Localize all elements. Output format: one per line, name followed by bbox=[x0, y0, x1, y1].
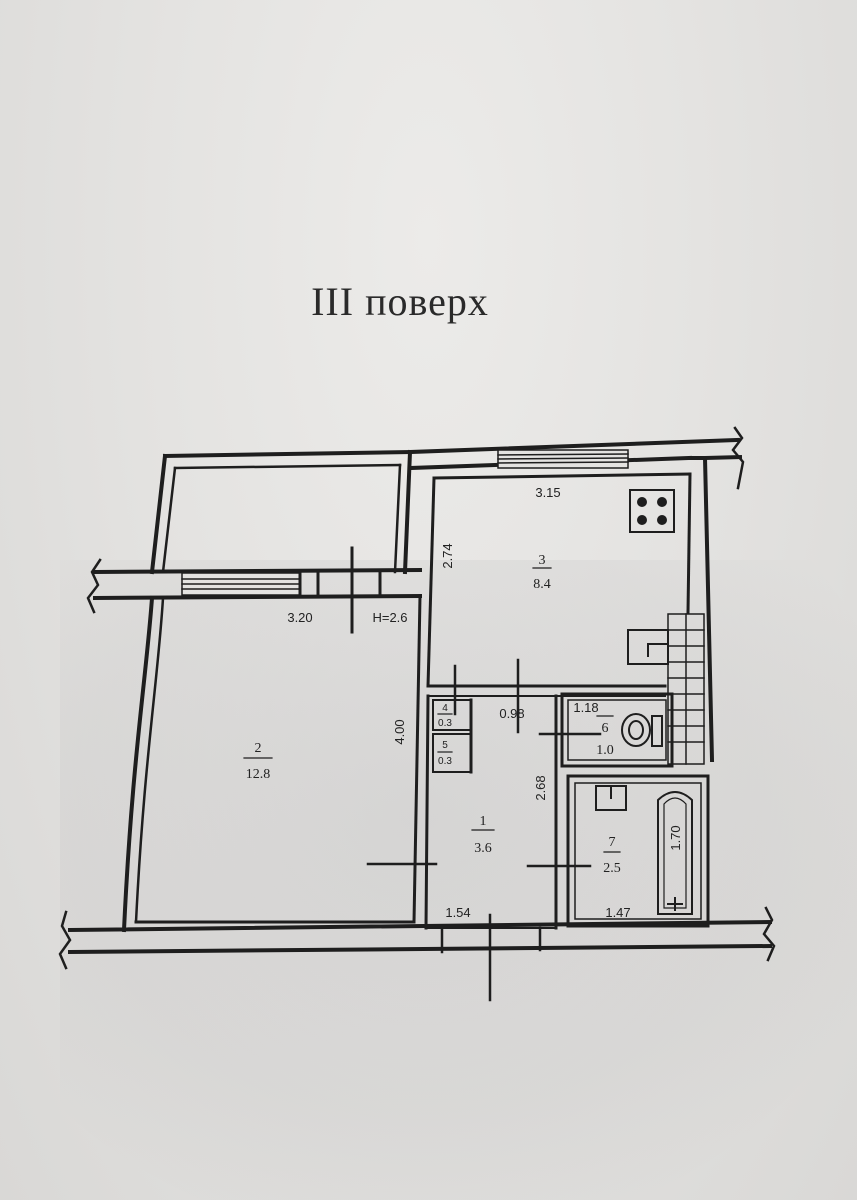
closets bbox=[432, 698, 473, 774]
floor-title: III поверх bbox=[311, 279, 489, 324]
balcony bbox=[149, 449, 413, 575]
room1-width-top-dimension: 0.98 bbox=[499, 706, 524, 721]
room7-area: 2.5 bbox=[603, 861, 621, 876]
room4-area: 0.3 bbox=[438, 718, 452, 729]
room1-number: 1 bbox=[480, 814, 487, 829]
room3-width-dimension: 3.15 bbox=[535, 485, 560, 500]
room7-number: 7 bbox=[609, 835, 616, 850]
kitchen-sink-icon bbox=[627, 629, 669, 665]
room6-width-dimension: 1.18 bbox=[573, 700, 598, 715]
room5-area: 0.3 bbox=[438, 756, 452, 767]
bathroom-sink-icon bbox=[595, 785, 627, 811]
room3-number: 3 bbox=[539, 553, 546, 568]
room2-length-dimension: 4.00 bbox=[392, 719, 407, 744]
kitchen-window bbox=[497, 449, 629, 469]
room2-area: 12.8 bbox=[246, 767, 271, 782]
bathroom-walls bbox=[526, 774, 710, 928]
ventilation-shaft bbox=[667, 613, 705, 765]
room5-number: 5 bbox=[442, 740, 448, 751]
room1-length-dimension: 2.68 bbox=[533, 775, 548, 800]
room6-number: 6 bbox=[602, 721, 609, 736]
room2-walls bbox=[121, 594, 422, 933]
room4-number: 4 bbox=[442, 703, 448, 714]
room6-area: 1.0 bbox=[596, 743, 614, 758]
balcony-wall bbox=[86, 558, 423, 614]
toilet-room-walls bbox=[538, 692, 674, 768]
room1-area: 3.6 bbox=[474, 841, 492, 856]
entrance-door bbox=[440, 913, 542, 1002]
kitchen-walls bbox=[426, 455, 715, 763]
room2-width-dimension: 3.20 bbox=[287, 610, 312, 625]
room7-width-dimension: 1.47 bbox=[605, 905, 630, 920]
room1-width-bottom-dimension: 1.54 bbox=[445, 905, 470, 920]
ceiling-height: H=2.6 bbox=[372, 610, 407, 625]
room3-area: 8.4 bbox=[533, 577, 551, 592]
bottom-exterior-wall bbox=[58, 906, 776, 970]
toilet-icon bbox=[621, 713, 663, 747]
room2-number: 2 bbox=[255, 741, 262, 756]
room3-length-dimension: 2.74 bbox=[440, 543, 455, 568]
fraction-lines bbox=[243, 567, 621, 853]
room7-length-dimension: 1.70 bbox=[668, 825, 683, 850]
bathtub-icon bbox=[657, 791, 693, 915]
stove-icon bbox=[629, 489, 675, 533]
balcony-window bbox=[181, 546, 382, 634]
